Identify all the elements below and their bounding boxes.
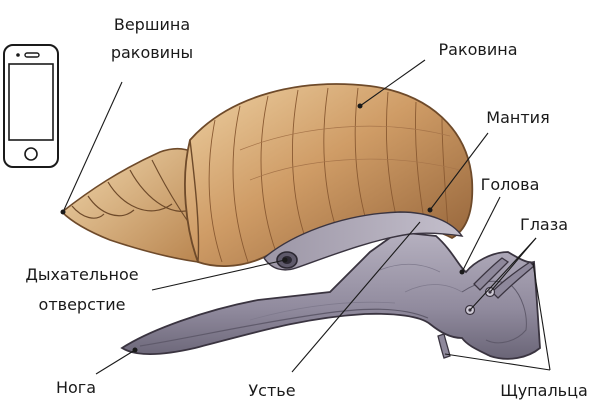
shell-spire — [62, 149, 200, 262]
label-apex-line1: Вершина — [114, 15, 190, 34]
label-mantle: Мантия — [486, 108, 549, 127]
label-apex-line2: раковины — [111, 43, 193, 62]
label-breathing-line1: Дыхательное — [25, 265, 138, 284]
smartphone-icon — [4, 45, 58, 167]
label-eyes: Глаза — [520, 215, 568, 234]
label-head: Голова — [481, 175, 540, 194]
label-shell: Раковина — [439, 40, 518, 59]
label-foot: Нога — [56, 378, 96, 397]
label-tentacles: Щупальца — [500, 381, 588, 400]
label-mouth: Устье — [248, 381, 295, 400]
label-breathing-line2: отверстие — [39, 295, 126, 314]
leader-foot — [96, 350, 135, 374]
